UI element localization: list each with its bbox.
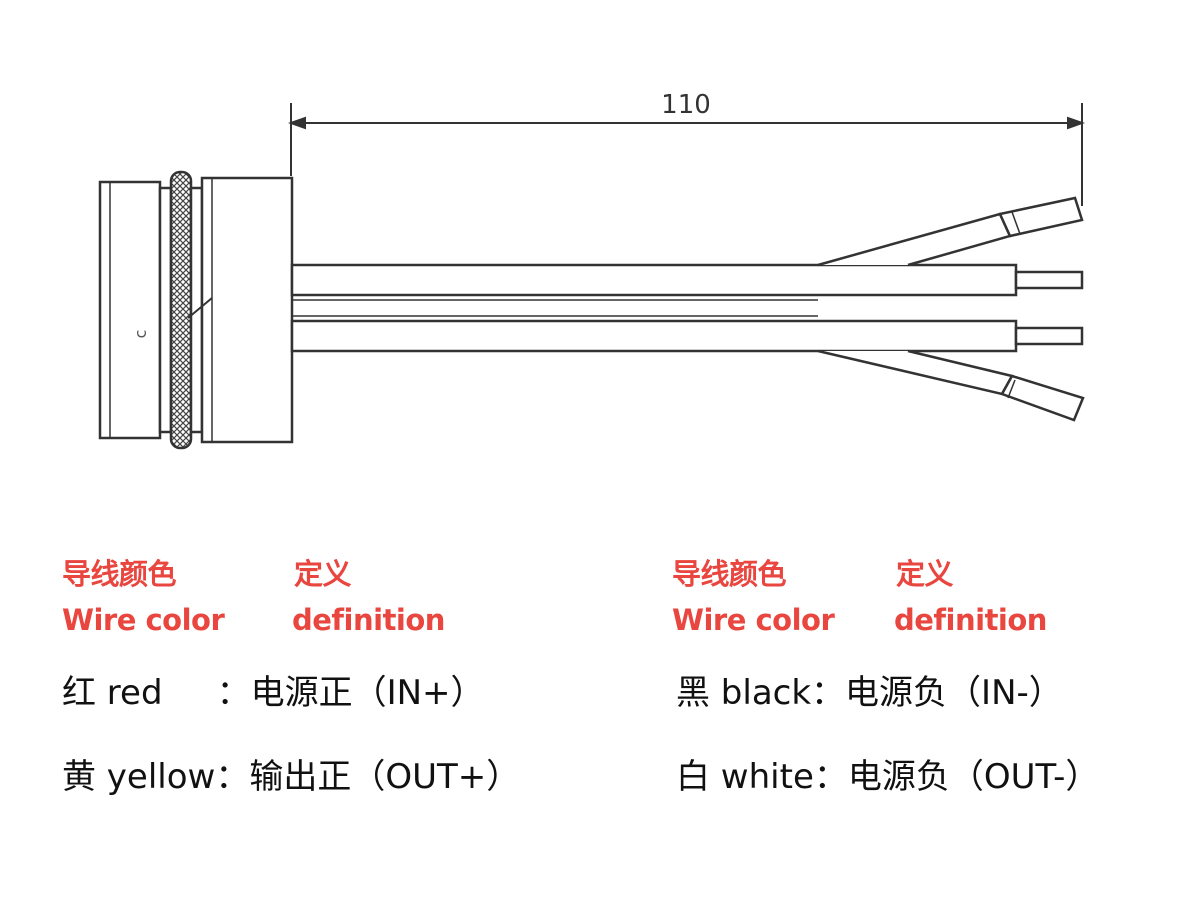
wire-lower <box>817 349 1085 422</box>
sensor-body <box>98 170 294 450</box>
left-header-definition-en: definition <box>292 603 445 637</box>
left-header-definition-cn: 定义 <box>294 557 352 591</box>
right-header-definition-en: definition <box>894 603 1047 637</box>
definition-row-red: 红 red ：电源正（IN+） <box>62 673 485 713</box>
wire-upper <box>817 196 1084 267</box>
connector-mark: c <box>131 330 150 339</box>
dimension-line <box>288 103 1085 206</box>
wire-mid-lower <box>1014 326 1084 346</box>
definition-row-black: 黑 black：电源负（IN-） <box>676 673 1063 713</box>
left-header-color-en: Wire color <box>62 603 225 637</box>
right-header-color-en: Wire color <box>672 603 835 637</box>
definition-row-white: 白 white：电源负（OUT-） <box>676 757 1100 797</box>
left-header-color-cn: 导线颜色 <box>62 557 177 591</box>
wire-bundle <box>290 263 1018 353</box>
wire-mid-upper <box>1014 270 1084 290</box>
definition-row-yellow: 黄 yellow：输出正（OUT+） <box>62 757 521 797</box>
sensor-drawing: 110 c <box>98 90 1085 450</box>
dimension-label: 110 <box>661 90 711 120</box>
right-header-color-cn: 导线颜色 <box>672 557 787 591</box>
right-header-definition-cn: 定义 <box>896 557 954 591</box>
